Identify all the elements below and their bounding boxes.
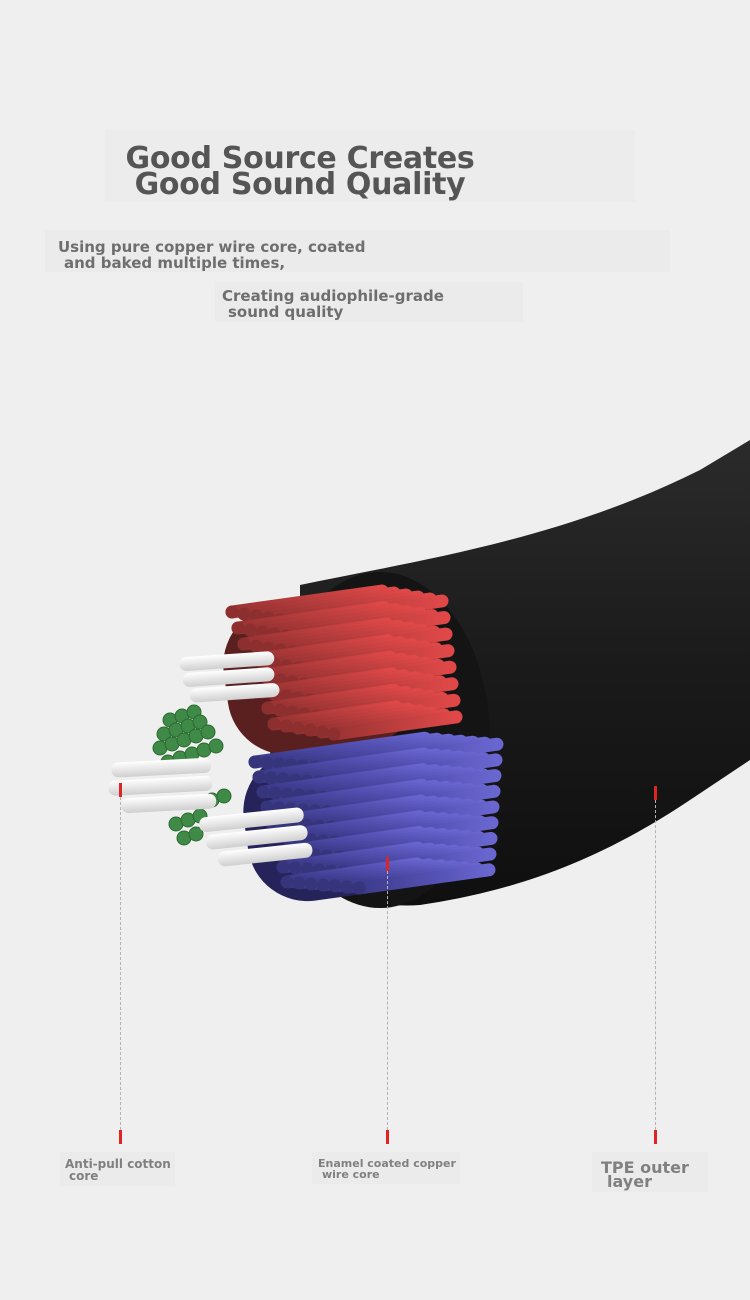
wire-strand-end: [261, 701, 275, 715]
callout-cotton-line-2: core: [69, 1169, 99, 1183]
wire-strand-end: [243, 623, 257, 637]
callout-band-2: [312, 1152, 460, 1184]
title-band: [105, 130, 635, 202]
callout-tpe-line-2: layer: [607, 1172, 652, 1191]
wire-strand-end: [231, 621, 245, 635]
wire-strand-end: [328, 879, 342, 893]
description-band-1: [45, 230, 670, 272]
title-line-2: Good Sound Quality: [134, 167, 466, 202]
wire-strand-end: [291, 721, 305, 735]
green-strand-end: [188, 826, 204, 842]
wire-strand: [327, 710, 463, 741]
wire-strand-end: [315, 725, 329, 739]
marker-cotton-bottom: [119, 1130, 122, 1144]
marker-tpe-top: [654, 786, 657, 800]
callout-band-3: [592, 1152, 708, 1192]
callout-tpe-line-1: TPE outer: [601, 1158, 689, 1177]
green-conductor-bundle: [152, 704, 232, 846]
page-title: Good Source Creates Good Sound Quality: [80, 141, 520, 202]
wire-strand-end: [352, 881, 366, 895]
wire-strand-end: [303, 723, 317, 737]
title-line-1: Good Source Creates: [125, 141, 475, 176]
callout-cotton-core: Anti-pull cotton core: [65, 1158, 171, 1182]
cotton-core-strands: [108, 651, 313, 867]
wire-strand-end: [248, 755, 262, 769]
callout-copper-core: Enamel coated copper wire core: [318, 1158, 456, 1180]
wire-strand-end: [237, 607, 251, 621]
leader-line-copper: [387, 871, 388, 1130]
description-line-1: Using pure copper wire core, coated: [58, 238, 366, 256]
callout-tpe-layer: TPE outer layer: [601, 1158, 689, 1191]
wire-strand-end: [264, 771, 278, 785]
green-strand-end: [200, 724, 216, 740]
marker-cotton-top: [119, 783, 122, 797]
description-paragraph-1: Using pure copper wire core, coated and …: [58, 239, 365, 271]
green-strand-end: [192, 714, 208, 730]
callout-band-1: [60, 1152, 175, 1186]
wire-strand-end: [225, 605, 239, 619]
description-line-4: sound quality: [228, 303, 344, 321]
wire-strand-end: [260, 800, 274, 814]
wire-strand-end: [276, 860, 290, 874]
description-line-3: Creating audiophile-grade: [222, 287, 444, 305]
wire-strand-end: [304, 877, 318, 891]
description-band-2: [215, 282, 523, 322]
green-strand-end: [208, 738, 224, 754]
green-strand-end: [216, 788, 232, 804]
wire-strand-end: [273, 703, 287, 717]
marker-copper-bottom: [386, 1130, 389, 1144]
wire-strand-end: [237, 637, 251, 651]
wire-strand: [352, 863, 496, 895]
description-paragraph-2: Creating audiophile-grade sound quality: [222, 288, 444, 320]
marker-copper-top: [386, 857, 389, 871]
wire-strand-end: [327, 727, 341, 741]
wire-strand-end: [279, 719, 293, 733]
wire-strand-end: [249, 639, 263, 653]
leader-line-cotton: [120, 797, 121, 1130]
callout-cotton-line-1: Anti-pull cotton: [65, 1157, 171, 1171]
wire-strand-end: [256, 785, 270, 799]
wire-strand-end: [252, 770, 266, 784]
marker-tpe-bottom: [654, 1130, 657, 1144]
wire-strand-end: [268, 786, 282, 800]
wire-strand-end: [267, 717, 281, 731]
leader-line-tpe: [655, 800, 656, 1130]
wire-strand-end: [260, 756, 274, 770]
wire-strand-end: [316, 878, 330, 892]
wire-strand-end: [280, 875, 294, 889]
wire-strand-end: [340, 880, 354, 894]
wire-strand-end: [292, 876, 306, 890]
description-line-2: and baked multiple times,: [64, 254, 286, 272]
wire-strand-end: [288, 861, 302, 875]
callout-copper-line-1: Enamel coated copper: [318, 1157, 456, 1170]
callout-copper-line-2: wire core: [322, 1168, 380, 1181]
